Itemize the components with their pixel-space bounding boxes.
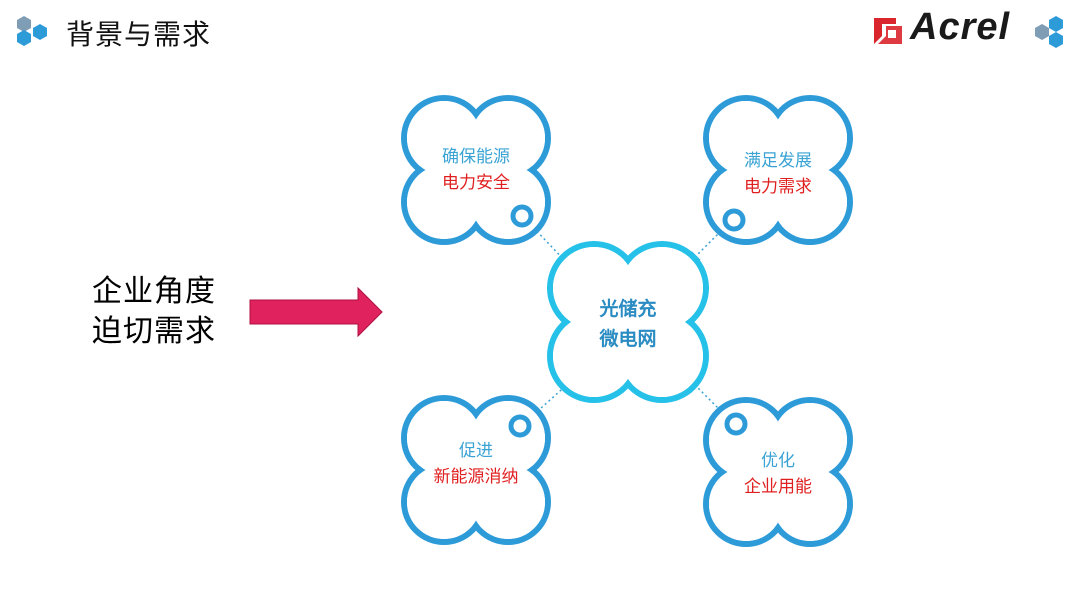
side-text-line1: 企业角度: [92, 274, 216, 309]
page-title: 背景与需求: [66, 18, 212, 51]
hexagon-cluster-icon-right: [1035, 16, 1063, 48]
brand-logo-text: Acrel: [910, 6, 1011, 48]
node-bottom-right-line2: 企业用能: [744, 477, 812, 497]
node-bottom-left-line1: 促进: [459, 441, 493, 461]
node-center-line1: 光储充: [599, 298, 657, 320]
node-bottom-right-line1: 优化: [761, 451, 795, 471]
acrel-logo-icon: [874, 18, 902, 44]
node-top-right-line1: 满足发展: [744, 151, 812, 171]
node-center: 光储充 微电网: [568, 294, 688, 354]
node-top-left: 确保能源 电力安全: [416, 144, 536, 196]
node-bottom-left-line2: 新能源消纳: [433, 467, 519, 487]
node-top-left-line2: 电力安全: [442, 173, 510, 193]
node-top-right: 满足发展 电力需求: [718, 148, 838, 200]
node-top-left-line1: 确保能源: [442, 147, 510, 167]
connector-rings: [508, 204, 748, 438]
node-bottom-left: 促进 新能源消纳: [406, 438, 546, 490]
side-text-line2: 迫切需求: [92, 314, 216, 349]
node-top-right-line2: 电力需求: [744, 177, 812, 197]
node-center-line2: 微电网: [599, 328, 657, 350]
right-arrow-icon: [249, 286, 383, 338]
hexagon-cluster-icon: [17, 16, 47, 46]
node-bottom-right: 优化 企业用能: [718, 448, 838, 500]
